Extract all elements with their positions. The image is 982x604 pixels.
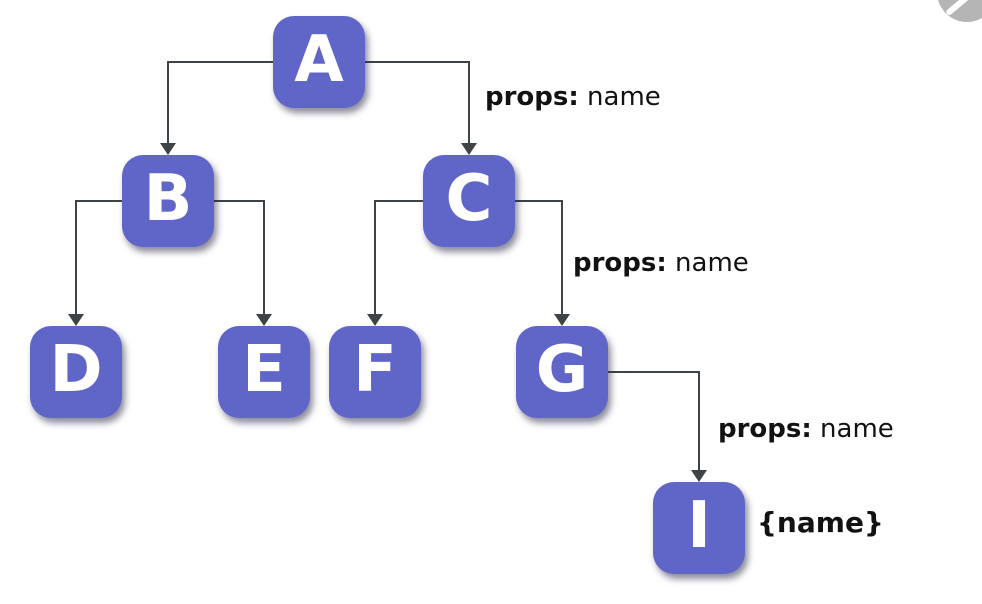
edge-c-f-hline	[375, 200, 423, 202]
edge-a-b-arrowhead	[160, 143, 176, 155]
name-binding-annotation: {name}	[757, 506, 884, 539]
props-label-value: name	[666, 248, 749, 278]
node-letter-e: E	[242, 333, 286, 407]
edge-props-label-1: props: name	[485, 84, 661, 110]
tree-node-d[interactable]: D	[30, 326, 122, 418]
edge-b-d-vline	[75, 200, 77, 314]
edge-props-label-3: props: name	[718, 416, 894, 442]
edge-c-g-arrowhead	[554, 314, 570, 326]
edge-c-f-vline	[374, 200, 376, 314]
edge-b-e-arrowhead	[256, 314, 272, 326]
edge-b-e-hline	[214, 200, 264, 202]
tree-node-i[interactable]: I	[653, 482, 745, 574]
edge-c-f-arrowhead	[367, 314, 383, 326]
zoom-cursor-button[interactable]	[937, 0, 982, 22]
edge-b-d-arrowhead	[68, 314, 84, 326]
edge-a-b-vline	[167, 61, 169, 143]
edge-g-i-vline	[698, 371, 700, 470]
tree-node-b[interactable]: B	[122, 155, 214, 247]
tree-node-e[interactable]: E	[218, 326, 310, 418]
edge-c-g-vline	[561, 200, 563, 314]
node-letter-g: G	[535, 333, 589, 407]
edge-a-b-hline	[168, 61, 273, 63]
node-letter-c: C	[445, 162, 493, 236]
props-label-bold: props:	[718, 414, 812, 444]
node-letter-b: B	[143, 162, 193, 236]
node-letter-d: D	[49, 333, 103, 407]
edge-c-g-hline	[515, 200, 562, 202]
props-label-value: name	[811, 414, 894, 444]
props-label-bold: props:	[573, 248, 667, 278]
tree-node-g[interactable]: G	[516, 326, 608, 418]
node-letter-f: F	[353, 333, 397, 407]
tree-node-f[interactable]: F	[329, 326, 421, 418]
edge-a-c-hline	[365, 61, 469, 63]
edge-b-e-vline	[263, 200, 265, 314]
tree-node-a[interactable]: A	[273, 16, 365, 108]
edge-a-c-vline	[468, 61, 470, 143]
diagonal-line-icon	[945, 0, 975, 17]
edge-a-c-arrowhead	[461, 143, 477, 155]
edge-props-label-2: props: name	[573, 250, 749, 276]
tree-node-c[interactable]: C	[423, 155, 515, 247]
edge-g-i-arrowhead	[691, 470, 707, 482]
props-label-value: name	[578, 82, 661, 112]
props-label-bold: props:	[485, 82, 579, 112]
edge-g-i-hline	[608, 371, 699, 373]
node-letter-a: A	[294, 23, 344, 97]
node-letter-i: I	[687, 489, 711, 563]
edge-b-d-hline	[76, 200, 122, 202]
